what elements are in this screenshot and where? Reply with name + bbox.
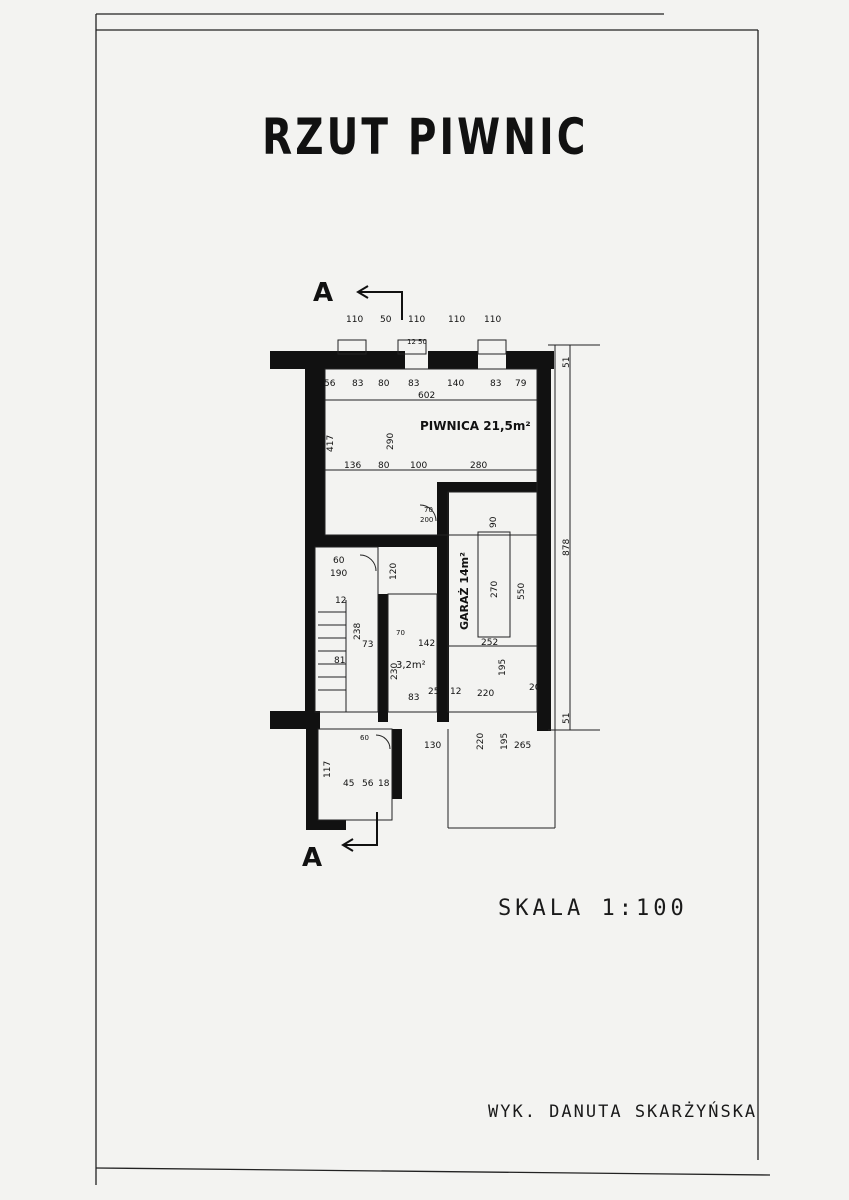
dim-top-2: 50 <box>380 315 392 325</box>
dim-bottom-56: 56 <box>362 779 374 789</box>
dim-inner-6: 83 <box>490 379 501 389</box>
dim-right-top: 51 <box>562 357 572 368</box>
dim-stair-81: 81 <box>334 656 345 666</box>
dim-bottom-265: 265 <box>514 741 531 751</box>
plan-lines <box>314 339 600 829</box>
dim-inner-1: 56 <box>324 379 336 389</box>
section-mark-bottom: A <box>302 843 322 873</box>
dim-mid-83: 83 <box>408 693 419 703</box>
dim-inner-3: 80 <box>378 379 390 389</box>
dim-stair-238: 238 <box>353 623 363 640</box>
dim-row2-4: 280 <box>470 461 487 471</box>
dim-right-total: 878 <box>562 539 572 556</box>
dim-stair-73: 73 <box>362 640 373 650</box>
cellar-label: PIWNICA 21,5m² <box>420 419 531 433</box>
dim-top-5: 110 <box>484 315 501 325</box>
drawing-title: RZUT PIWNIC <box>262 108 589 166</box>
scale-label: SKALA 1:100 <box>498 896 688 921</box>
dim-cellar-height: 290 <box>386 433 396 450</box>
dim-top-4: 110 <box>448 315 465 325</box>
dim-garage-220: 220 <box>477 689 494 699</box>
dimension-labels: 110 50 110 110 110 12 50 56 83 80 83 140… <box>323 315 572 789</box>
dim-bottom-60: 60 <box>360 734 369 742</box>
dim-garage-252: 252 <box>481 638 498 648</box>
dim-garage-195: 195 <box>498 659 508 676</box>
dim-stair-120: 120 <box>389 563 399 580</box>
walls <box>270 351 554 830</box>
sheet-frame <box>95 13 771 1185</box>
dim-garage-550: 550 <box>517 583 527 600</box>
dim-bottom-18: 18 <box>378 779 390 789</box>
dim-row2-1: 136 <box>344 461 361 471</box>
dim-stair-190: 190 <box>330 569 347 579</box>
dim-stair-12: 12 <box>335 596 346 606</box>
dim-window-1: 12 <box>407 338 416 346</box>
dim-stair-60: 60 <box>333 556 345 566</box>
dim-cellar-wall: 417 <box>326 435 336 452</box>
dim-bottom-220: 220 <box>476 733 486 750</box>
dim-row2-2: 80 <box>378 461 390 471</box>
section-arrows <box>341 285 403 852</box>
dim-right-bottom: 51 <box>562 713 572 724</box>
dim-garage-90: 90 <box>489 516 499 528</box>
garage-label: GARAŻ 14m² <box>457 552 471 630</box>
small-room-label: 3,2m² <box>396 660 426 671</box>
dim-bottom-117: 117 <box>323 761 333 778</box>
dim-cellar-width: 602 <box>418 391 435 401</box>
dim-window-2: 50 <box>418 338 427 346</box>
dim-mid-25: 25 <box>428 687 439 697</box>
dim-inner-5: 140 <box>447 379 464 389</box>
dim-garage-20: 20 <box>529 683 541 693</box>
dim-bottom-45: 45 <box>343 779 354 789</box>
dim-door-200: 200 <box>420 516 433 524</box>
author-label: WYK. DANUTA SKARŻYŃSKA <box>488 1102 758 1122</box>
dim-inner-4: 83 <box>408 379 419 389</box>
dim-mid-70: 70 <box>396 629 405 637</box>
dim-inner-7: 79 <box>515 379 527 389</box>
dim-row2-3: 100 <box>410 461 427 471</box>
dim-inner-2: 83 <box>352 379 363 389</box>
dim-bottom-130: 130 <box>424 741 441 751</box>
dim-top-3: 110 <box>408 315 425 325</box>
dim-top-1: 110 <box>346 315 363 325</box>
dim-mid-12: 12 <box>450 687 461 697</box>
dim-mid-142: 142 <box>418 639 435 649</box>
section-mark-top: A <box>313 278 333 308</box>
dim-bottom-195: 195 <box>500 733 510 750</box>
dim-garage-270: 270 <box>490 581 500 598</box>
dim-mid-230: 230 <box>390 663 400 680</box>
dim-door-70: 70 <box>424 506 433 514</box>
